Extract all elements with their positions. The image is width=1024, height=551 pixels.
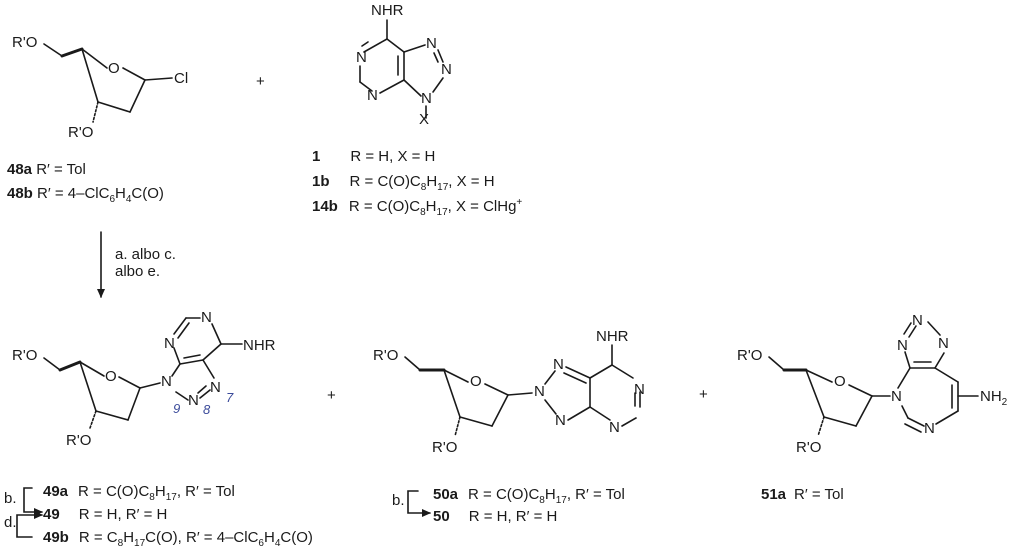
position-9-label: 9	[173, 401, 180, 416]
nhr-label-49: NHR	[243, 337, 276, 354]
step-b-50: b.	[392, 492, 405, 509]
nh2-label-51: NH2	[980, 388, 1008, 408]
n7-atom-50: N	[553, 356, 564, 373]
ro-label-50-top: R'O	[373, 347, 398, 364]
x-substituent-1: X	[419, 111, 429, 128]
compound-48-structure: R'O O Cl R'O	[12, 34, 188, 141]
n8-atom-51: N	[912, 312, 923, 329]
compound-48b-label: 48b R′ = 4–ClC6H4C(O)	[7, 185, 164, 205]
plus-sign-1: +	[256, 73, 265, 90]
n8-atom-50: N	[534, 383, 545, 400]
n8-atom-49: N	[188, 392, 199, 409]
ro-label-49-top: R'O	[12, 347, 37, 364]
ring-oxygen-51: O	[834, 373, 846, 390]
n3-atom-49: N	[164, 335, 175, 352]
n1-atom-49: N	[201, 309, 212, 326]
n3-atom-50: N	[609, 419, 620, 436]
step-b-49: b.	[4, 490, 17, 507]
n9-atom-49: N	[161, 373, 172, 390]
n1-atom-1: N	[356, 49, 367, 66]
n9-atom-1: N	[421, 90, 432, 107]
ring-oxygen-50: O	[470, 373, 482, 390]
deprotection-bracket-50	[407, 490, 431, 517]
n3-atom-51: N	[891, 388, 902, 405]
ro-label-50-bottom: R'O	[432, 439, 457, 456]
nhr-label-1: NHR	[371, 2, 404, 19]
position-7-label: 7	[226, 390, 234, 405]
ring-oxygen-49: O	[105, 368, 117, 385]
reagents-line-2: albo e.	[115, 263, 160, 280]
ring-oxygen-48: O	[108, 60, 120, 77]
position-8-label: 8	[203, 402, 211, 417]
plus-sign-3: +	[699, 386, 708, 403]
compound-51-structure: R'O O R'O N N N N NH2 N	[737, 312, 1008, 456]
n9-atom-50: N	[555, 412, 566, 429]
compound-48a-label: 48a R′ = Tol	[7, 161, 86, 178]
n3-atom-1: N	[367, 87, 378, 104]
nhr-label-50: NHR	[596, 328, 629, 345]
chlorine-48: Cl	[174, 70, 188, 87]
compound-50-structure: R'O O R'O N N N N N NHR	[373, 328, 645, 456]
ro-label-48-bottom: R'O	[68, 124, 93, 141]
compound-49-structure: R'O O R'O N N N N N NHR 9 8 7	[12, 309, 276, 449]
n1-atom-51: N	[924, 420, 935, 437]
compound-1-structure: NHR N N N N N X	[356, 2, 452, 128]
reagents-line-1: a. albo c.	[115, 246, 176, 263]
n9-atom-51: N	[897, 337, 908, 354]
deprotection-bracket-49	[16, 487, 43, 538]
n7-atom-51: N	[938, 335, 949, 352]
step-d-49: d.	[4, 514, 17, 531]
n1-atom-50: N	[634, 381, 645, 398]
ro-label-51-bottom: R'O	[796, 439, 821, 456]
ro-label-51-top: R'O	[737, 347, 762, 364]
ro-label-49-bottom: R'O	[66, 432, 91, 449]
plus-sign-2: +	[327, 387, 336, 404]
ro-label-48-top: R'O	[12, 34, 37, 51]
n8-atom-1: N	[441, 61, 452, 78]
n7-atom-49: N	[210, 379, 221, 396]
n7-atom-1: N	[426, 35, 437, 52]
